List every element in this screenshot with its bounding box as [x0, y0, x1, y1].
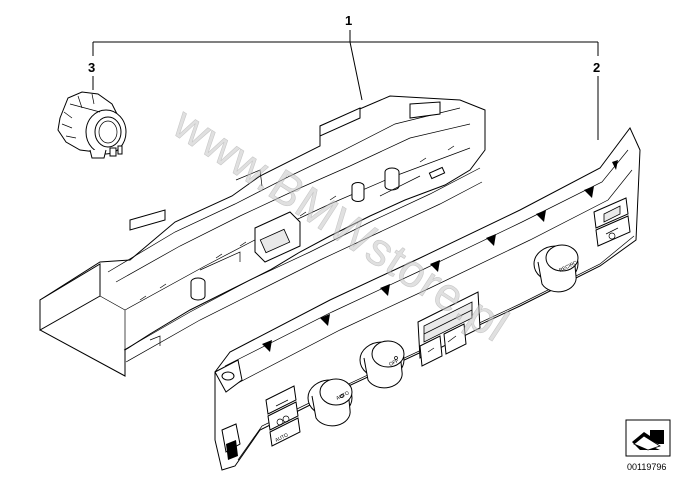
- part-3-rotary-sensor: [57, 91, 127, 159]
- left-button-cluster: AUTO: [265, 385, 301, 447]
- right-button-cluster: [593, 197, 631, 247]
- knob-off-label: OFF: [388, 358, 400, 368]
- part-2-climate-panel: AUTO AUTO OFF: [214, 127, 641, 471]
- knob-off: OFF: [359, 340, 405, 389]
- housing-posts: [190, 167, 400, 301]
- auto-button-label: AUTO: [274, 432, 289, 443]
- callout-3: 3: [88, 60, 95, 75]
- doc-number-badge: 00119796: [625, 419, 671, 472]
- center-vent-block: [417, 291, 481, 367]
- knob-auto: AUTO: [307, 378, 353, 427]
- callout-2: 2: [593, 60, 600, 75]
- callout-1: 1: [345, 13, 352, 28]
- document-number: 00119796: [627, 462, 666, 472]
- knob-recirc: RECIRC: [533, 244, 579, 293]
- knob-auto-label: AUTO: [335, 390, 350, 401]
- part-1-housing: [39, 95, 486, 377]
- callout-leaders: [92, 30, 599, 140]
